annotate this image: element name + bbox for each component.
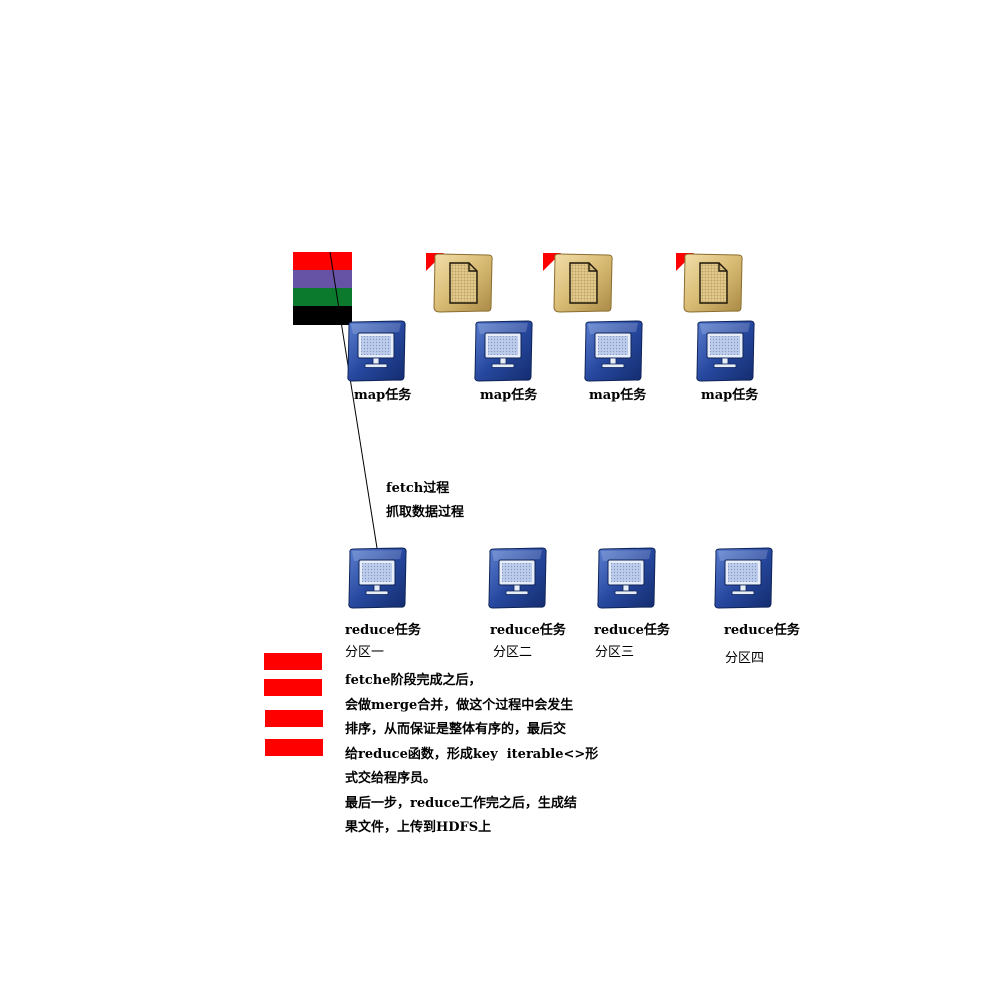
map-task-4-monitor-icon [694, 320, 756, 382]
stack-layer-green [293, 288, 352, 306]
description-line: 给reduce函数，形成key iterable<>形 [345, 746, 599, 762]
map-task-label: map任务 [480, 388, 538, 403]
description-line: 果文件，上传到HDFS上 [345, 820, 492, 835]
partition-label: 分区四 [725, 651, 765, 666]
red-bar-marker [265, 739, 323, 756]
partition-label: 分区三 [595, 645, 635, 660]
description-line: 排序，从而保证是整体有序的，最后交 [345, 722, 567, 737]
partition-label: 分区二 [493, 645, 533, 660]
reduce-task-label: reduce任务 [724, 623, 800, 638]
document-icon [681, 253, 745, 313]
reduce-task-label: reduce任务 [594, 623, 670, 638]
document-icon [551, 253, 615, 313]
reduce-task-3-monitor-icon [595, 547, 657, 609]
map-task-label: map任务 [589, 388, 647, 403]
map-task-1-monitor-icon [345, 320, 407, 382]
red-bar-marker [264, 653, 322, 670]
fetch-note-subtitle: 抓取数据过程 [386, 505, 465, 520]
map-task-label: map任务 [701, 388, 759, 403]
description-line: 会做merge合并，做这个过程中会发生 [345, 697, 574, 713]
partition-label: 分区一 [345, 645, 385, 660]
reduce-task-label: reduce任务 [345, 623, 421, 638]
description-block: fetche阶段完成之后， 会做merge合并，做这个过程中会发生 排序，从而保… [345, 669, 598, 841]
description-line: 最后一步，reduce工作完之后，生成结 [345, 795, 577, 811]
map-task-3-monitor-icon [582, 320, 644, 382]
reduce-task-label: reduce任务 [490, 623, 566, 638]
stack-layer-black [293, 306, 352, 325]
description-line: 式交给程序员。 [345, 771, 437, 786]
description-line: fetche阶段完成之后， [345, 673, 482, 688]
stack-layer-red [293, 252, 352, 270]
reduce-task-4-monitor-icon [712, 547, 774, 609]
stacked-blocks-icon [293, 252, 352, 325]
reduce-task-2-monitor-icon [486, 547, 548, 609]
red-bar-marker [265, 710, 323, 727]
reduce-task-1-monitor-icon [346, 547, 408, 609]
map-task-label: map任务 [354, 388, 412, 403]
map-task-2-monitor-icon [472, 320, 534, 382]
fetch-note-title: fetch过程 [386, 481, 450, 496]
stack-layer-purple [293, 270, 352, 288]
red-bar-marker [264, 679, 322, 696]
document-icon [431, 253, 495, 313]
